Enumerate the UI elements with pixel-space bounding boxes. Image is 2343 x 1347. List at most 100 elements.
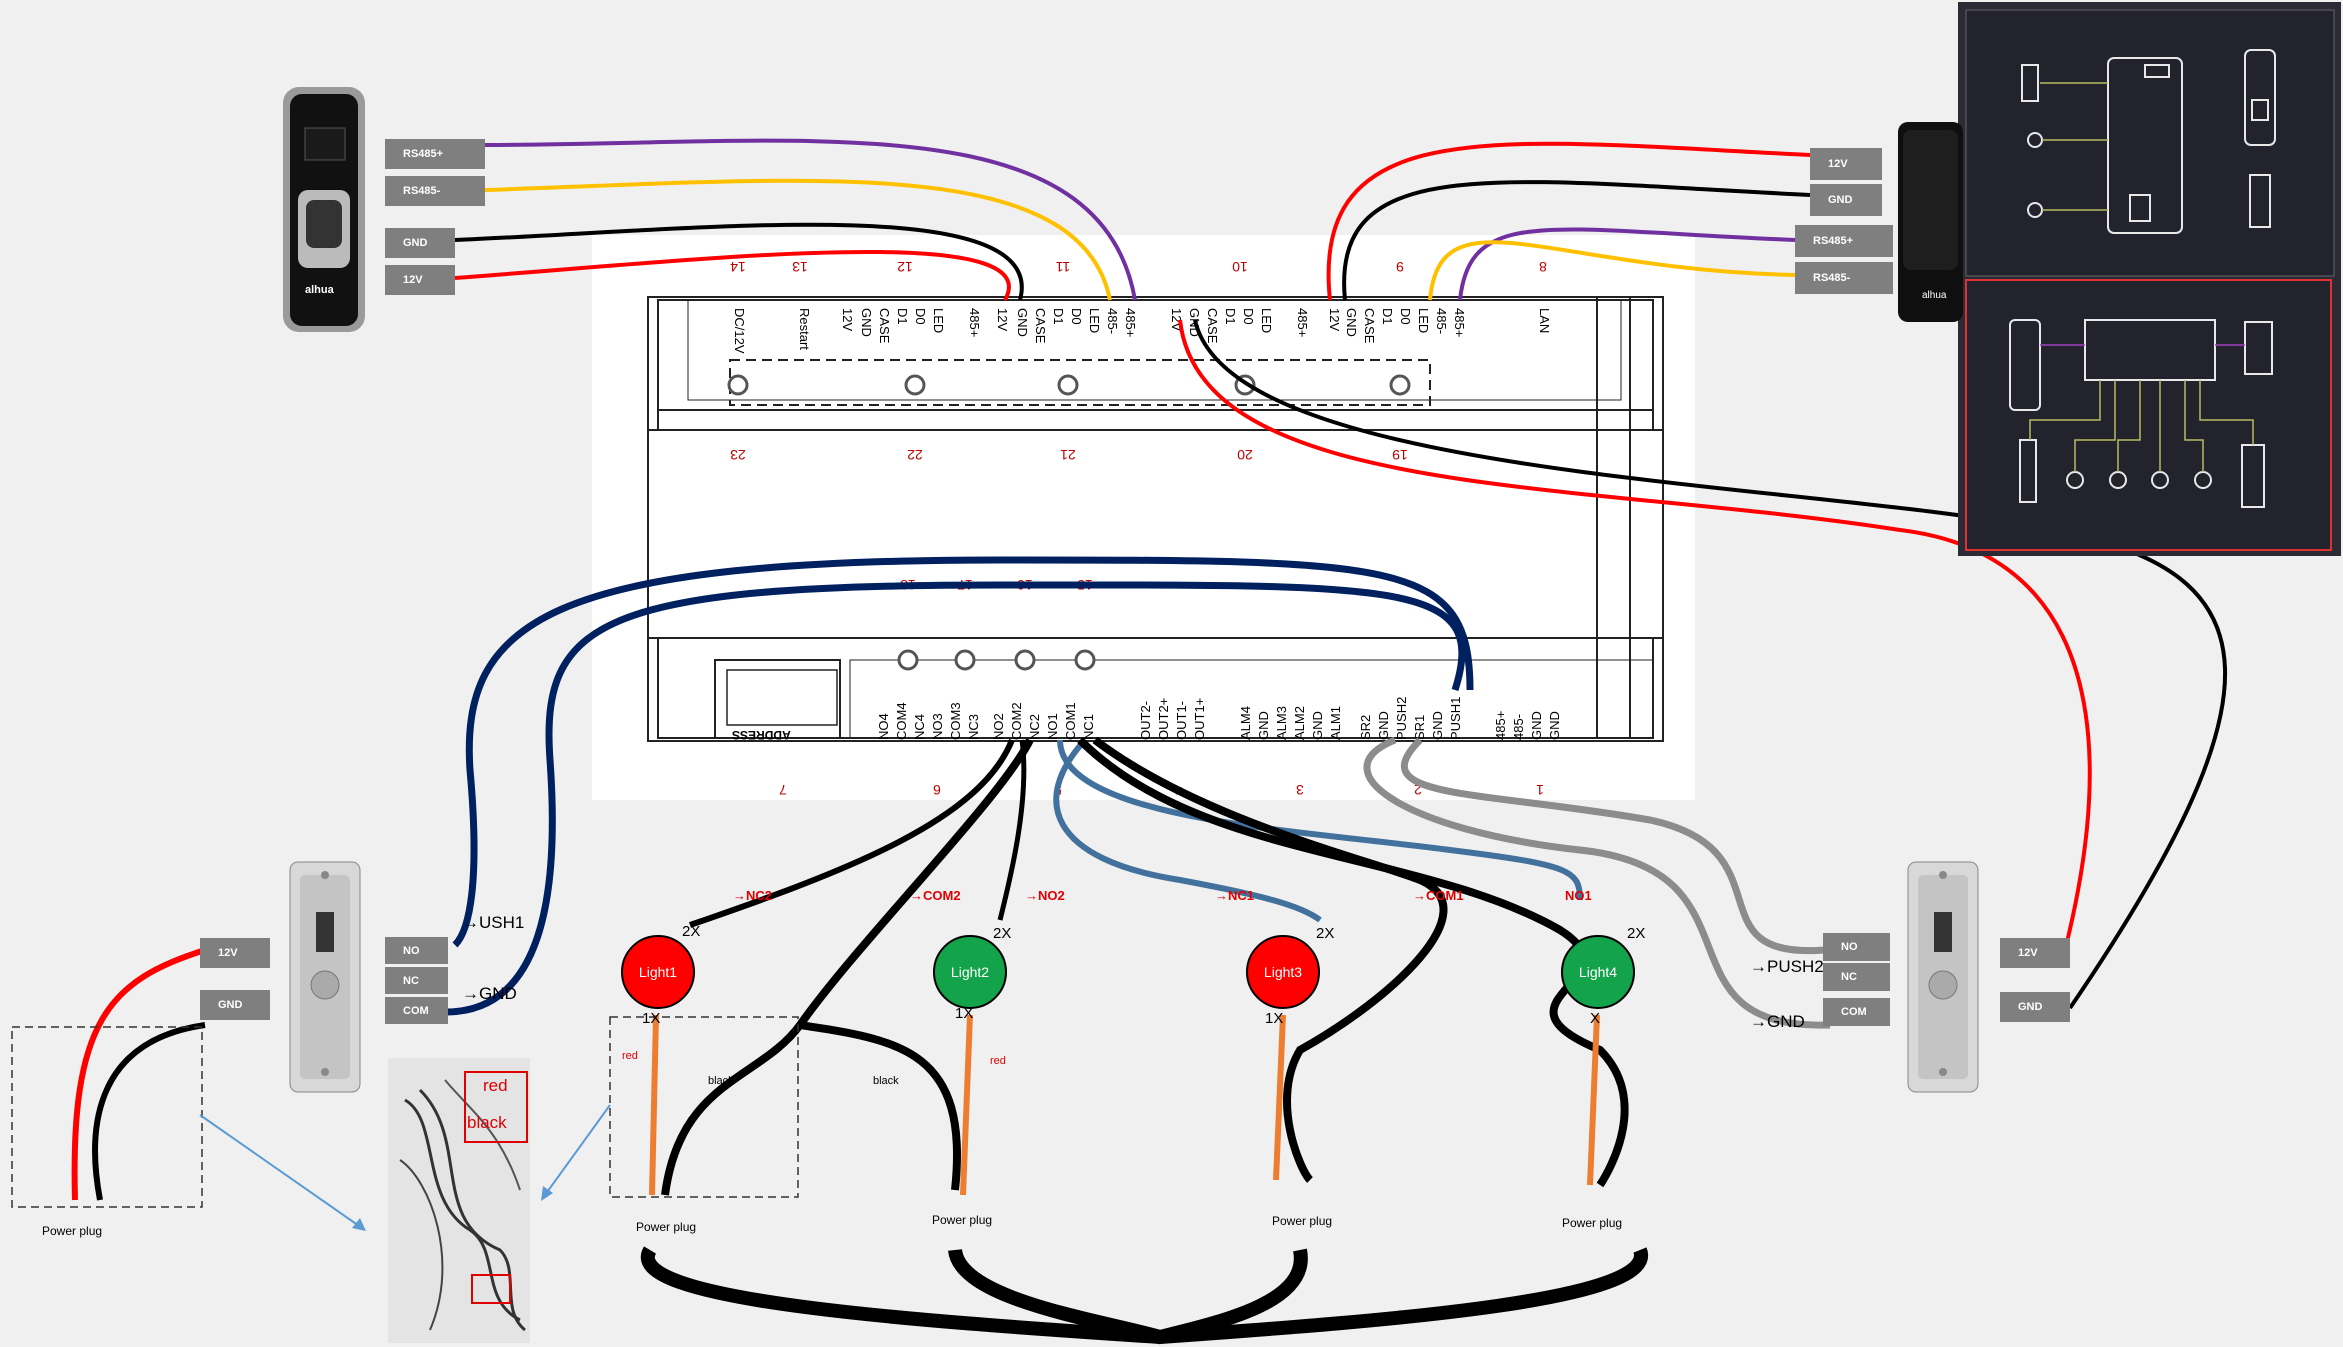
relay-indicator bbox=[897, 649, 919, 671]
top-pin-label: D1 bbox=[1380, 308, 1395, 325]
top-callout: 11 bbox=[1056, 259, 1071, 275]
top-callout: 13 bbox=[792, 259, 808, 275]
top-pin-label: D1 bbox=[1051, 308, 1066, 325]
label-com1: →COM1 bbox=[1413, 888, 1464, 903]
top-pin-label: 12V bbox=[995, 308, 1010, 331]
reader-left-brand: alhua bbox=[305, 284, 334, 296]
label-red-wire-2: red bbox=[990, 1055, 1006, 1067]
tag-rs485-plus-left: RS485+ bbox=[385, 139, 485, 169]
term-no-left: NO bbox=[385, 937, 448, 964]
wire-push1-navy bbox=[452, 556, 1474, 948]
bottom-pin-label: GND bbox=[1430, 711, 1445, 740]
wire-no2-black bbox=[997, 739, 1027, 921]
term-nc-left: NC bbox=[385, 967, 448, 994]
tag-rs485-minus-right: RS485- bbox=[1795, 262, 1893, 294]
light-label: Light1 bbox=[639, 964, 677, 980]
top-pin-label: Restart bbox=[797, 308, 812, 350]
light-1 bbox=[621, 935, 695, 1009]
led-indicator bbox=[1057, 374, 1079, 396]
light-label: Light3 bbox=[1264, 964, 1302, 980]
light-legs bbox=[649, 1014, 1600, 1196]
arrow-to-photo-left bbox=[199, 1114, 363, 1229]
top-callout: 12 bbox=[897, 259, 913, 275]
led-callout: 23 bbox=[730, 447, 746, 463]
top-pin-label: D0 bbox=[1398, 308, 1413, 325]
tag-12v-exit-left: 12V bbox=[200, 938, 270, 968]
wire-push2-gray bbox=[1401, 737, 1826, 955]
bottom-pin-label: NO3 bbox=[930, 713, 945, 740]
top-pin-label: 485- bbox=[1434, 308, 1449, 334]
label-no2: →NO2 bbox=[1025, 888, 1065, 903]
relay-indicator bbox=[1014, 649, 1036, 671]
led-indicator bbox=[1389, 374, 1411, 396]
power-plug-left: Power plug bbox=[42, 1224, 103, 1238]
tag-rs485-minus-left: RS485- bbox=[385, 176, 485, 206]
wire-rs485-plus-left bbox=[484, 138, 1137, 301]
wire-red-exit-right bbox=[1178, 319, 2092, 951]
tag-gnd-exit-left: GND bbox=[200, 990, 270, 1020]
top-pin-label: CASE bbox=[1033, 308, 1048, 344]
wire-red-left-plug bbox=[71, 947, 206, 1201]
bottom-pin-label: NC3 bbox=[966, 714, 981, 740]
tag-gnd-left: GND bbox=[385, 228, 455, 258]
bottom-pin-label: PUSH1 bbox=[1448, 697, 1463, 740]
wire-com2-black-b bbox=[799, 1021, 961, 1191]
top-pin-label: D0 bbox=[1069, 308, 1084, 325]
label-no1: NO1 bbox=[1565, 888, 1592, 903]
light-label: Light4 bbox=[1579, 964, 1617, 980]
reader-right-brand: alhua bbox=[1922, 290, 1947, 301]
bottom-pin-label: GND bbox=[1547, 711, 1562, 740]
bottom-pin-label: SR2 bbox=[1358, 715, 1373, 740]
access-controller bbox=[647, 296, 1664, 742]
light3-2x: 2X bbox=[1316, 925, 1335, 942]
light-4 bbox=[1561, 935, 1635, 1009]
top-callout: 8 bbox=[1539, 259, 1547, 275]
wire-nc1-blue bbox=[1053, 737, 1322, 923]
wire-gnd-right bbox=[1342, 180, 1811, 301]
label-gnd-left: →GND bbox=[462, 984, 517, 1003]
tag-12v-left: 12V bbox=[385, 265, 455, 295]
bottom-pin-label: 485+ bbox=[1493, 711, 1508, 740]
bottom-pin-label: PUSH2 bbox=[1394, 697, 1409, 740]
bottom-pin-label: GND bbox=[1256, 711, 1271, 740]
top-pin-label: D1 bbox=[895, 308, 910, 325]
light2-2x: 2X bbox=[993, 925, 1012, 942]
light-3 bbox=[1246, 935, 1320, 1009]
term-com-right: COM bbox=[1823, 998, 1890, 1026]
top-pin-label: CASE bbox=[877, 308, 892, 344]
light4-1x: X bbox=[1590, 1010, 1601, 1027]
led-callout: 21 bbox=[1060, 447, 1076, 463]
wire-com1-black bbox=[1092, 736, 1448, 1183]
top-callout: 9 bbox=[1396, 259, 1404, 275]
wire-rs485-minus-left bbox=[484, 178, 1112, 301]
top-pin-label: LAN bbox=[1537, 308, 1552, 333]
led-indicator bbox=[727, 374, 749, 396]
bottom-pin-label: GND bbox=[1310, 711, 1325, 740]
bottom-pin-label: COM2 bbox=[1009, 702, 1024, 740]
light3-1x: 1X bbox=[1265, 1010, 1284, 1027]
wire-485p-right bbox=[1458, 227, 1796, 301]
label-gnd-right: →GND bbox=[1750, 1012, 1805, 1031]
bottom-pin-label: NC1 bbox=[1081, 714, 1096, 740]
dashed-box-light1 bbox=[609, 1016, 799, 1198]
wire-com2-black bbox=[661, 738, 1034, 1196]
top-pin-label: 12V bbox=[840, 308, 855, 331]
bottom-callout: 7 bbox=[779, 782, 787, 798]
top-callout: 14 bbox=[730, 259, 746, 275]
bottom-pin-label: ALM2 bbox=[1292, 706, 1307, 740]
dashed-box-left bbox=[11, 1026, 203, 1208]
led-callout: 19 bbox=[1392, 447, 1408, 463]
wire-nc2-black bbox=[689, 738, 1015, 928]
led-indicator bbox=[904, 374, 926, 396]
label-nc2: →NC2 bbox=[733, 888, 773, 903]
light4-2x: 2X bbox=[1627, 925, 1646, 942]
card-reader-right bbox=[1898, 122, 1963, 322]
tag-12v-right: 12V bbox=[1810, 148, 1882, 180]
light-2 bbox=[933, 935, 1007, 1009]
bottom-pin-label: GND bbox=[1529, 711, 1544, 740]
wire-gnd-left bbox=[454, 222, 1024, 301]
label-nc1: →NC1 bbox=[1215, 888, 1255, 903]
